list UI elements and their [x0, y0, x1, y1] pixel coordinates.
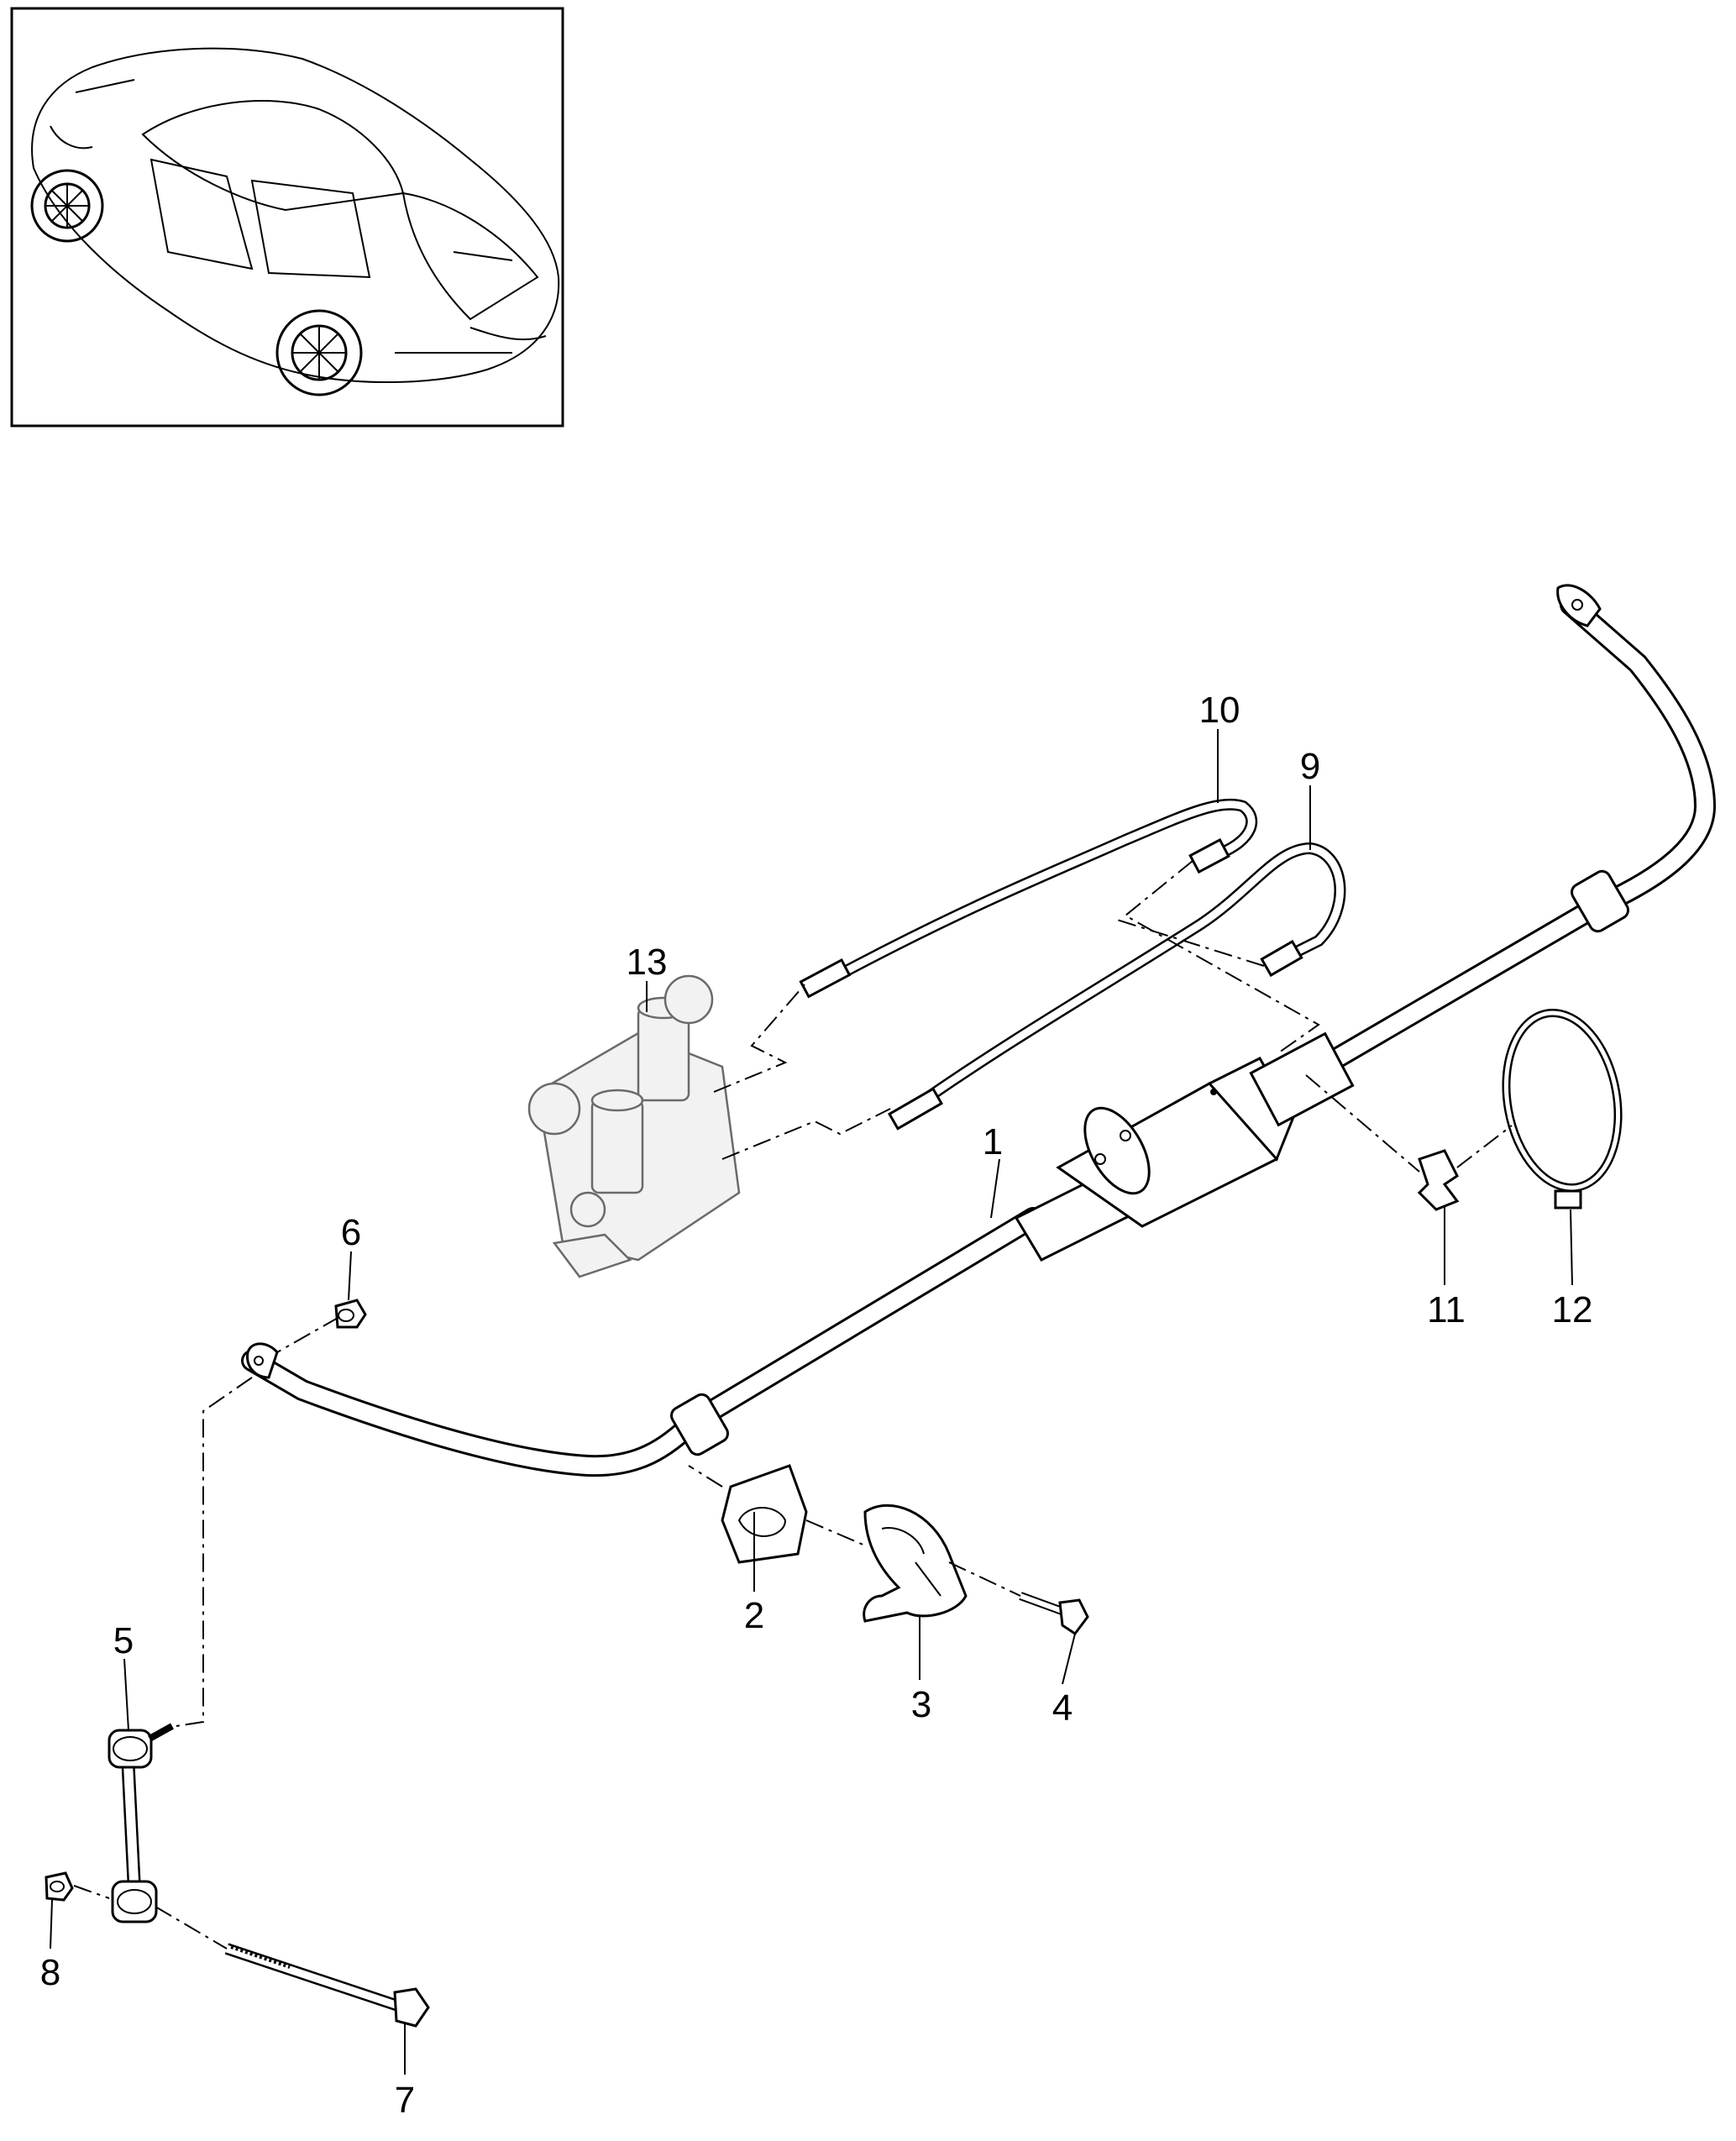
callout-9: 9 [1300, 746, 1320, 787]
nut-8 [45, 1871, 74, 1902]
stabilizer-actuator [1014, 1031, 1355, 1262]
callout-12: 12 [1552, 1289, 1593, 1330]
callout-10: 10 [1199, 690, 1240, 731]
callout-11: 11 [1427, 1289, 1466, 1330]
assembly-lines [73, 860, 1513, 1949]
callout-7: 7 [395, 2080, 415, 2121]
nut-6 [334, 1299, 367, 1329]
bushing-bracket [863, 1503, 968, 1623]
callout-13: 13 [627, 942, 668, 983]
callout-numbers: 1 2 3 4 5 6 7 8 9 10 11 12 13 [40, 690, 1593, 2121]
callout-6: 6 [341, 1212, 361, 1253]
vehicle-thumbnail [10, 7, 564, 428]
callout-4: 4 [1052, 1687, 1073, 1729]
hydraulic-line-9 [887, 842, 1346, 1131]
callout-1: 1 [983, 1121, 1003, 1162]
retainer-clip [1417, 1149, 1460, 1211]
stabilizer-bushing [721, 1464, 808, 1564]
hose-clamp [1502, 1008, 1623, 1210]
callout-8: 8 [40, 1952, 60, 1993]
callout-3: 3 [911, 1684, 931, 1725]
stabilizer-bar [241, 584, 1716, 1477]
leader-lines [50, 729, 1573, 2075]
callout-2: 2 [744, 1595, 764, 1636]
valve-block [527, 974, 741, 1278]
coupling-rod [108, 1723, 174, 1923]
bolt-4 [1019, 1592, 1089, 1636]
callout-5: 5 [113, 1620, 134, 1661]
hydraulic-line-10 [799, 798, 1258, 999]
bolt-7 [224, 1943, 430, 2028]
